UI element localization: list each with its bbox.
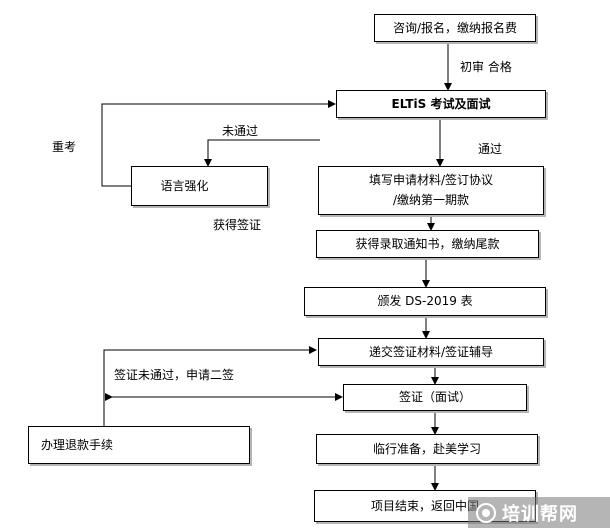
label-get-visa: 获得签证	[213, 218, 262, 232]
label-retake: 重考	[52, 140, 77, 154]
node-visa-interview: 签证（面试）	[343, 384, 527, 411]
arrow-not-pass	[204, 139, 320, 167]
node-fill-application: 填写申请材料/签订协议 /缴纳第一期款	[318, 166, 544, 215]
node-eltis: ELTiS 考试及面试	[336, 90, 546, 118]
watermark: 培训帮网	[468, 497, 610, 528]
node-submit-visa: 递交签证材料/签证辅导	[318, 338, 544, 366]
label-pass: 通过	[478, 142, 503, 156]
watermark-text: 培训帮网	[502, 503, 578, 525]
node-language: 语言强化	[131, 166, 268, 206]
node-consult: 咨询/报名，缴纳报名费	[374, 14, 536, 42]
label-not-pass: 未通过	[222, 124, 259, 138]
arrow-visa-fail-reapply	[103, 346, 317, 426]
label-visa-fail: 签证未通过，申请二签	[114, 368, 235, 382]
node-ds2019: 颁发 DS-2019 表	[304, 287, 546, 316]
watermark-logo-icon	[476, 502, 496, 523]
node-refund: 办理退款手续	[28, 426, 250, 464]
node-admission: 获得录取通知书，缴纳尾款	[316, 230, 539, 258]
node-depart: 临行准备，赴美学习	[316, 434, 538, 464]
label-pass-initial: 初审 合格	[460, 60, 512, 74]
arrow-retake-loop	[101, 100, 336, 187]
